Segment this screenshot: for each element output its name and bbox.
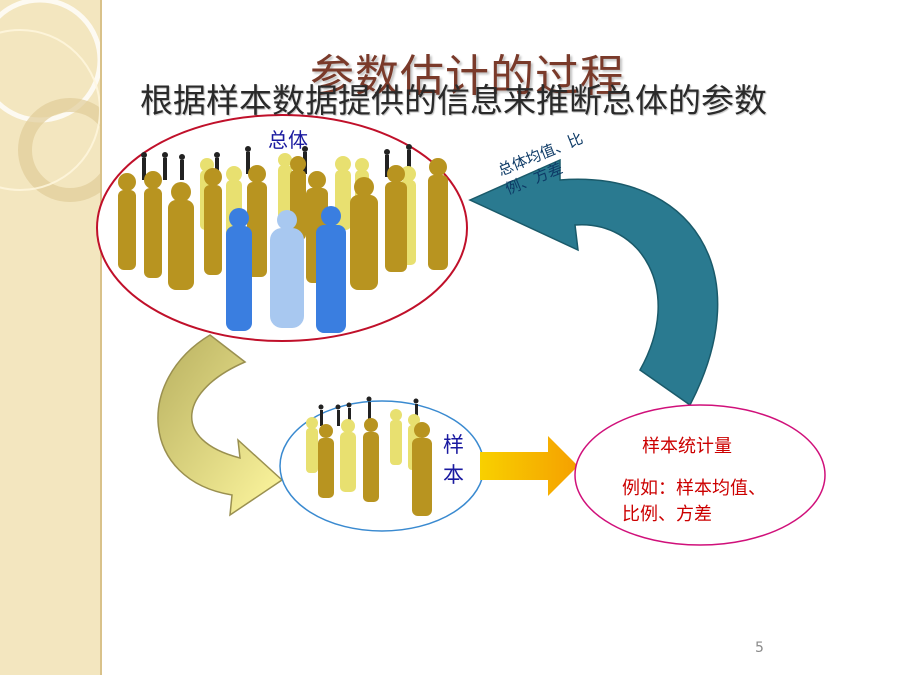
slide-sidebar-decoration bbox=[0, 0, 102, 675]
sample-label: 样本 bbox=[443, 433, 464, 487]
slide-title: 参数估计的过程 bbox=[310, 51, 625, 102]
slide-subtitle: 根据样本数据提供的信息来推断总体的参数 bbox=[140, 81, 767, 120]
statistic-example: 例如：样本均值、比例、方差 bbox=[622, 478, 766, 525]
page-number: 5 bbox=[755, 640, 764, 656]
statistic-arrow bbox=[480, 436, 578, 496]
statistic-ellipse bbox=[574, 404, 826, 546]
decorative-circles bbox=[0, 0, 100, 202]
population-people-group bbox=[118, 144, 448, 333]
sample-people-group bbox=[306, 396, 432, 516]
population-label: 总体 bbox=[268, 128, 308, 152]
statistic-title: 样本统计量 bbox=[642, 436, 732, 457]
inference-curved-arrow bbox=[468, 158, 719, 407]
sampling-curved-arrow bbox=[157, 334, 284, 517]
